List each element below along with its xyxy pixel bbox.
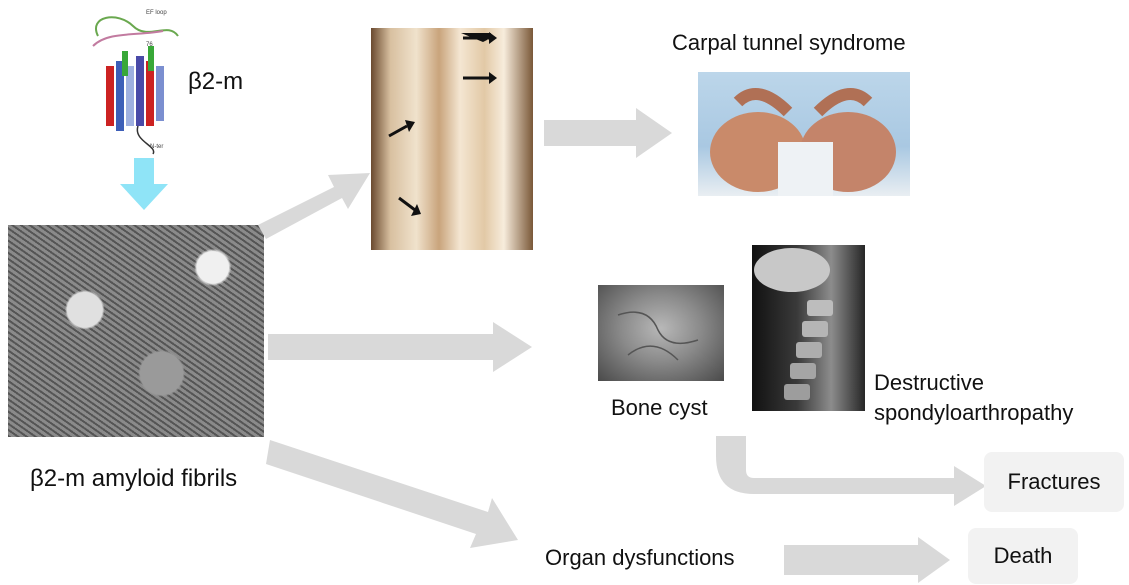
death-box: Death: [968, 528, 1078, 584]
spondyloarthropathy-label-line1: Destructive: [874, 370, 984, 396]
bone-cyst-radiograph: [598, 285, 724, 381]
arrow-to-death: [784, 537, 952, 583]
fibrils-label: β2-m amyloid fibrils: [30, 465, 237, 493]
organ-dysfunctions-label: Organ dysfunctions: [545, 545, 735, 571]
n-terminus-annotation: N-ter: [150, 144, 163, 150]
death-label: Death: [994, 543, 1053, 569]
fractures-label: Fractures: [1008, 469, 1101, 495]
amyloid-fibrils-micrograph: [8, 225, 264, 437]
fractures-box: Fractures: [984, 452, 1124, 512]
bone-cyst-label: Bone cyst: [611, 395, 708, 421]
spine-xray: [752, 245, 865, 411]
residue-annotation: 76: [146, 42, 153, 48]
tendon-amyloid-photo: [371, 28, 533, 250]
arrow-to-organ: [266, 440, 521, 552]
arrow-to-fractures: [716, 436, 988, 526]
carpal-tunnel-hands-photo: [698, 72, 910, 196]
protein-label: β2-m: [188, 68, 243, 96]
ef-loop-annotation: EF loop: [146, 10, 167, 16]
arrow-to-carpal: [544, 108, 674, 158]
spondyloarthropathy-label-line2: spondyloarthropathy: [874, 400, 1073, 426]
carpal-tunnel-label: Carpal tunnel syndrome: [672, 30, 906, 56]
arrow-to-tendon: [258, 165, 373, 245]
arrow-to-bone: [268, 322, 534, 372]
formation-arrow: [120, 158, 168, 210]
beta2m-structure-image: EF loop 76 N-ter: [78, 6, 188, 156]
